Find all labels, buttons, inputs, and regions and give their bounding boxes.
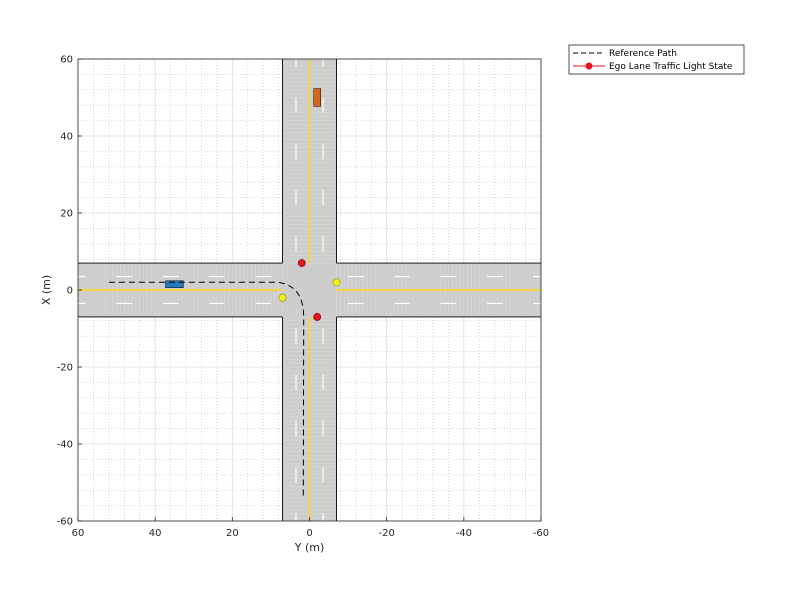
ego-traffic-light-marker — [297, 259, 306, 267]
reference-path-line — [108, 281, 305, 498]
x-tick-label: 60 — [72, 528, 85, 539]
tick-layer: 60 40 20 0 -20 -40 -60 -60 -40 -20 0 20 40 60 — [57, 55, 550, 540]
traffic-light-marker — [332, 278, 341, 287]
road-network — [70, 51, 549, 529]
legend-box — [568, 44, 745, 75]
y-tick-label: -40 — [57, 440, 73, 451]
y-axis-label: X (m) — [40, 275, 53, 305]
legend-entry-traffic-light: Ego Lane Traffic Light State — [609, 62, 733, 72]
reference-path-layer — [108, 281, 305, 498]
y-tick-label: 40 — [60, 132, 73, 143]
legend-entry-reference-path: Reference Path — [609, 49, 677, 59]
x-tick-label: -60 — [533, 528, 549, 539]
y-tick-label: -60 — [57, 517, 73, 528]
x-axis-label: Y (m) — [294, 541, 325, 554]
y-tick-label: 20 — [60, 209, 73, 220]
x-tick-label: 20 — [226, 528, 239, 539]
y-tick-label: 0 — [67, 286, 73, 297]
marker-layer — [278, 259, 341, 321]
other-vehicle — [313, 88, 321, 107]
ego-traffic-light-marker — [313, 313, 322, 321]
x-tick-label: -20 — [378, 528, 394, 539]
legend-marker-traffic-light — [585, 62, 593, 70]
y-tick-label: -20 — [57, 363, 73, 374]
traffic-light-marker — [278, 293, 287, 302]
x-tick-label: 40 — [149, 528, 162, 539]
legend: Reference Path Ego Lane Traffic Light St… — [568, 44, 745, 75]
ego-vehicle — [165, 280, 184, 288]
x-tick-label: 0 — [306, 528, 312, 539]
x-tick-label: -40 — [456, 528, 472, 539]
y-tick-label: 60 — [60, 55, 73, 66]
